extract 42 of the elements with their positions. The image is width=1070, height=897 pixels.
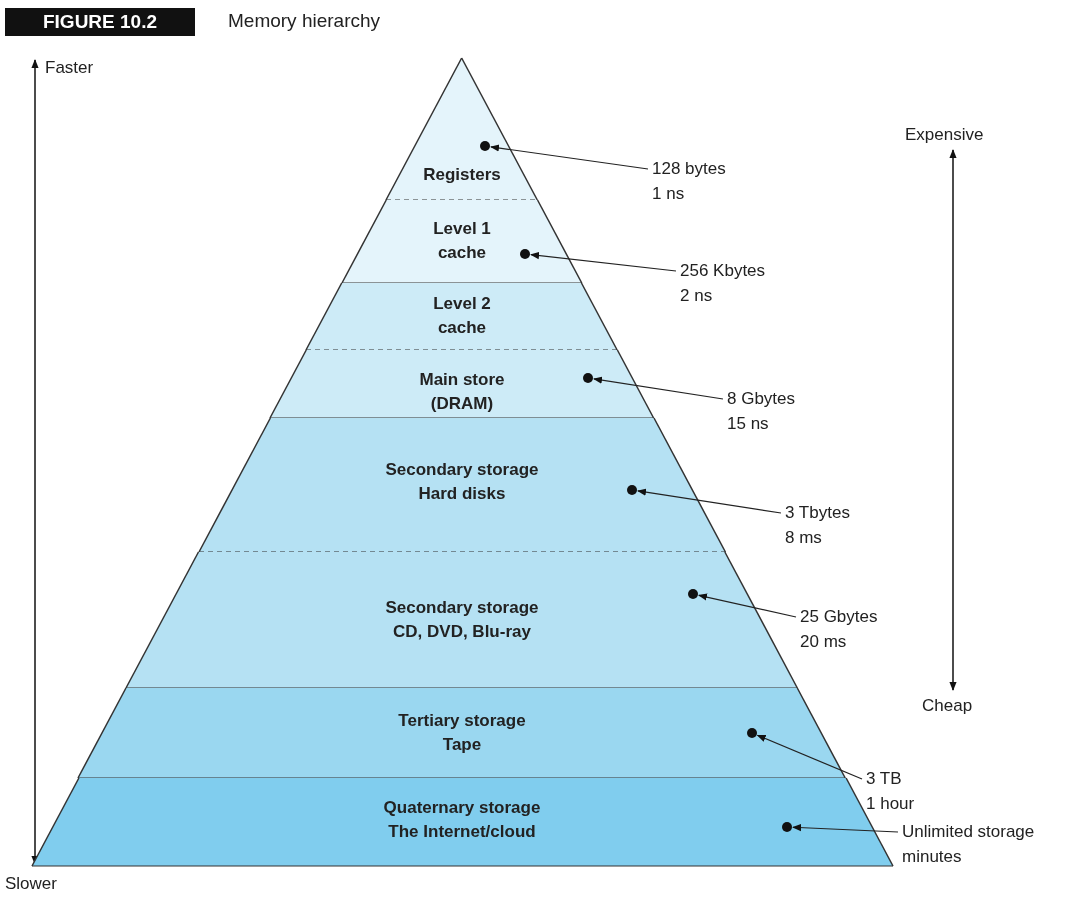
figure-title: Memory hierarchy	[228, 10, 381, 32]
marker-dot	[583, 373, 593, 383]
scale-label: Cheap	[922, 696, 973, 716]
figure-badge: FIGURE 10.2	[5, 8, 195, 36]
scale-label: Expensive	[905, 125, 984, 145]
leader-arrow	[490, 144, 649, 170]
tier-label: Quaternary storage The Internet/cloud	[382, 797, 542, 843]
marker-dot	[627, 485, 637, 495]
leader-arrow	[637, 488, 782, 514]
marker-dot	[747, 728, 757, 738]
tier-label: Tertiary storage Tape	[397, 710, 527, 756]
tier-label: Level 1 cache	[432, 218, 492, 264]
tier-label: Main store (DRAM)	[418, 369, 506, 415]
leader-arrow	[593, 376, 724, 400]
leader-arrow	[792, 824, 899, 833]
callout-text: 2 ns	[680, 285, 713, 307]
scale-label: Slower	[5, 874, 57, 894]
tier-label: Registers	[422, 164, 502, 186]
tier-label: Level 2 cache	[432, 293, 492, 339]
callout-text: 25 Gbytes	[800, 606, 878, 628]
leader-arrow	[756, 734, 863, 780]
callout-text: 128 bytes	[652, 158, 726, 180]
callout-text: 8 Gbytes	[727, 388, 796, 410]
callout-text: minutes	[902, 846, 962, 868]
tier-label: Secondary storage Hard disks	[384, 459, 540, 505]
marker-dot	[520, 249, 530, 259]
leader-arrow	[698, 593, 797, 618]
callout-text: 8 ms	[785, 527, 822, 549]
marker-dot	[688, 589, 698, 599]
marker-dot	[480, 141, 490, 151]
callout-text: 1 ns	[652, 183, 685, 205]
callout-text: 20 ms	[800, 631, 847, 653]
scale-label: Faster	[45, 58, 94, 78]
callout-text: Unlimited storage	[902, 821, 1035, 843]
marker-dot	[782, 822, 792, 832]
callout-text: 256 Kbytes	[680, 260, 766, 282]
callout-text: 3 TB	[866, 768, 902, 790]
callout-text: 3 Tbytes	[785, 502, 850, 524]
callout-text: 1 hour	[866, 793, 915, 815]
leader-arrow	[530, 252, 677, 272]
tier-label: Secondary storage CD, DVD, Blu-ray	[384, 597, 540, 643]
callout-text: 15 ns	[727, 413, 769, 435]
